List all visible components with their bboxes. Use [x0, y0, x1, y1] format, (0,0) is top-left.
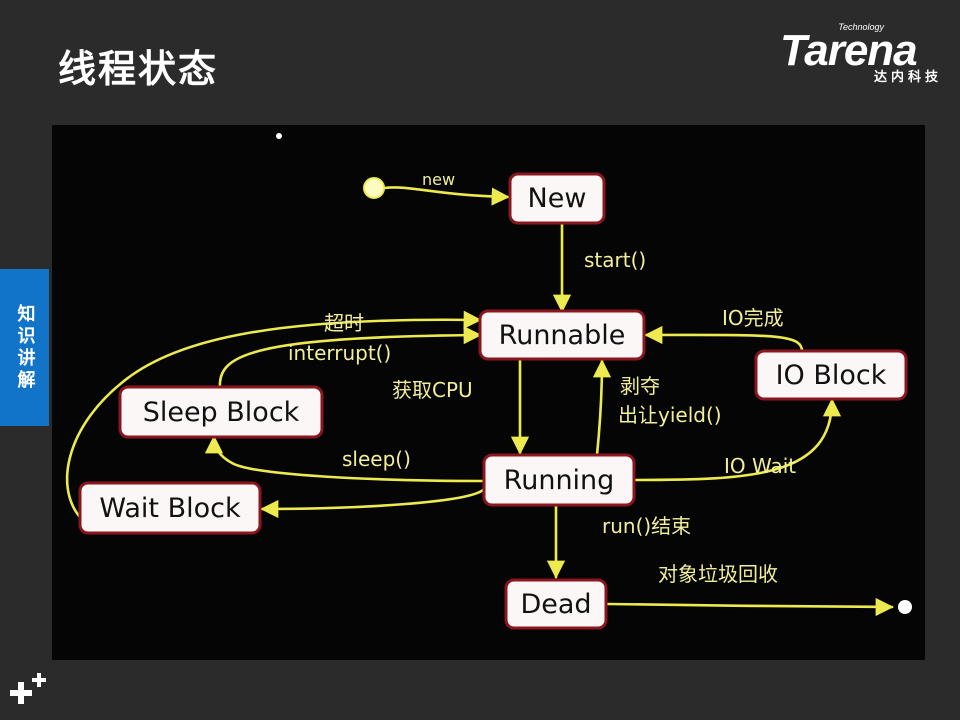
state-runnable: Runnable — [478, 309, 646, 361]
edge-initial-to-new — [382, 186, 510, 206]
logo-technology-text: Technology — [838, 22, 884, 32]
thread-state-diagram: New Runnable Running Dead Sleep Block Wa… — [52, 125, 925, 660]
label-new: new — [422, 170, 455, 189]
label-yield: 出让yield() — [618, 403, 722, 427]
state-sleep-block-label: Sleep Block — [143, 397, 300, 428]
state-io-block-label: IO Block — [776, 360, 887, 391]
diagram-canvas: New Runnable Running Dead Sleep Block Wa… — [65, 133, 912, 630]
state-runnable-label: Runnable — [499, 320, 626, 351]
state-new-label: New — [528, 183, 587, 214]
label-start: start() — [584, 248, 646, 272]
stray-dot — [276, 133, 282, 139]
slide-title: 线程状态 — [58, 47, 219, 91]
label-sleep: sleep() — [342, 447, 411, 471]
state-running: Running — [482, 453, 636, 507]
label-io-done: IO完成 — [722, 306, 784, 330]
logo-chinese-name: 达内科技 — [873, 70, 942, 85]
state-sleep-block: Sleep Block — [118, 385, 324, 439]
label-interrupt: interrupt() — [288, 341, 391, 365]
edge-running-to-sleepblock — [204, 435, 486, 483]
edge-running-to-waitblock — [260, 487, 486, 519]
edge-running-to-ioblock — [632, 398, 842, 482]
state-dead: Dead — [504, 578, 608, 630]
label-run-end: run()结束 — [602, 514, 691, 538]
state-io-block: IO Block — [754, 349, 908, 401]
state-wait-block-label: Wait Block — [99, 493, 241, 524]
logo-wordmark: Tarena — [780, 26, 918, 75]
state-new: New — [508, 172, 606, 225]
edge-dead-to-final — [606, 597, 894, 617]
final-state-dot — [898, 600, 912, 614]
state-dead-label: Dead — [520, 589, 591, 620]
label-gc: 对象垃圾回收 — [658, 562, 778, 586]
state-wait-block: Wait Block — [78, 481, 262, 535]
edge-sleepblock-to-runnable — [218, 326, 482, 389]
state-running-label: Running — [504, 465, 615, 496]
side-tab-knowledge: 知识讲解 — [0, 269, 49, 426]
tarena-logo: Technology Tarena 达内科技 — [780, 22, 946, 85]
edge-running-to-runnable — [592, 359, 612, 457]
edge-ioblock-to-runnable — [644, 325, 804, 355]
initial-state-dot — [363, 177, 385, 199]
plus-plus-icon — [10, 673, 46, 704]
edge-waitblock-to-runnable — [65, 310, 482, 525]
label-preempt: 剥夺 — [620, 374, 660, 398]
label-timeout: 超时 — [324, 311, 364, 335]
label-io-wait: IO Wait — [724, 454, 796, 478]
label-get-cpu: 获取CPU — [392, 378, 473, 402]
